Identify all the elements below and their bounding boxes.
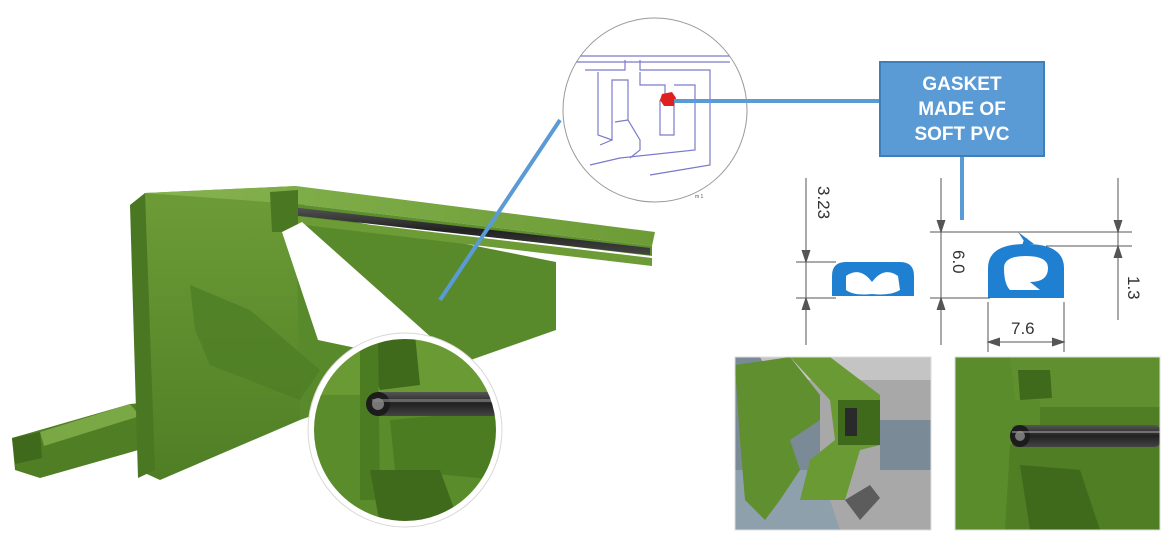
leader-line-zoom <box>438 118 562 302</box>
photo-left-frame <box>734 356 932 531</box>
photo-detail-right <box>955 357 1160 530</box>
section-detail-circle: m 1 <box>562 17 748 203</box>
profile-gasket-rod <box>282 206 650 255</box>
green-profile-3d <box>12 186 655 480</box>
callout-line-2: MADE OF <box>918 98 1006 120</box>
profile-top-rail-2 <box>296 216 652 266</box>
profile-channel-end <box>270 190 298 232</box>
dim-left-height: 3.23 <box>814 186 833 219</box>
gasket-callout-box: GASKET MADE OF SOFT PVC <box>879 61 1045 157</box>
photo-detail-left <box>735 357 931 530</box>
callout-line-1: GASKET <box>922 73 1002 95</box>
dim-right-width: 7.6 <box>1011 319 1035 338</box>
gasket-red-section <box>660 92 676 106</box>
magnifier-circle-icon <box>307 332 503 528</box>
photo-right-frame <box>954 356 1161 531</box>
detail-note: m 1 <box>695 194 704 200</box>
gasket-profile-right <box>988 232 1064 298</box>
dimension-lines <box>796 178 1132 352</box>
callout-line-3: SOFT PVC <box>914 123 1010 145</box>
profile-wall-edge <box>130 193 155 478</box>
profile-inner-return <box>190 285 320 400</box>
gasket-profile-left <box>832 262 914 296</box>
profile-bottom-top <box>40 404 140 446</box>
profile-bottom-lip <box>12 432 42 464</box>
dim-right-lip: 1.3 <box>1124 276 1143 300</box>
dim-right-height: 6.0 <box>949 250 968 274</box>
